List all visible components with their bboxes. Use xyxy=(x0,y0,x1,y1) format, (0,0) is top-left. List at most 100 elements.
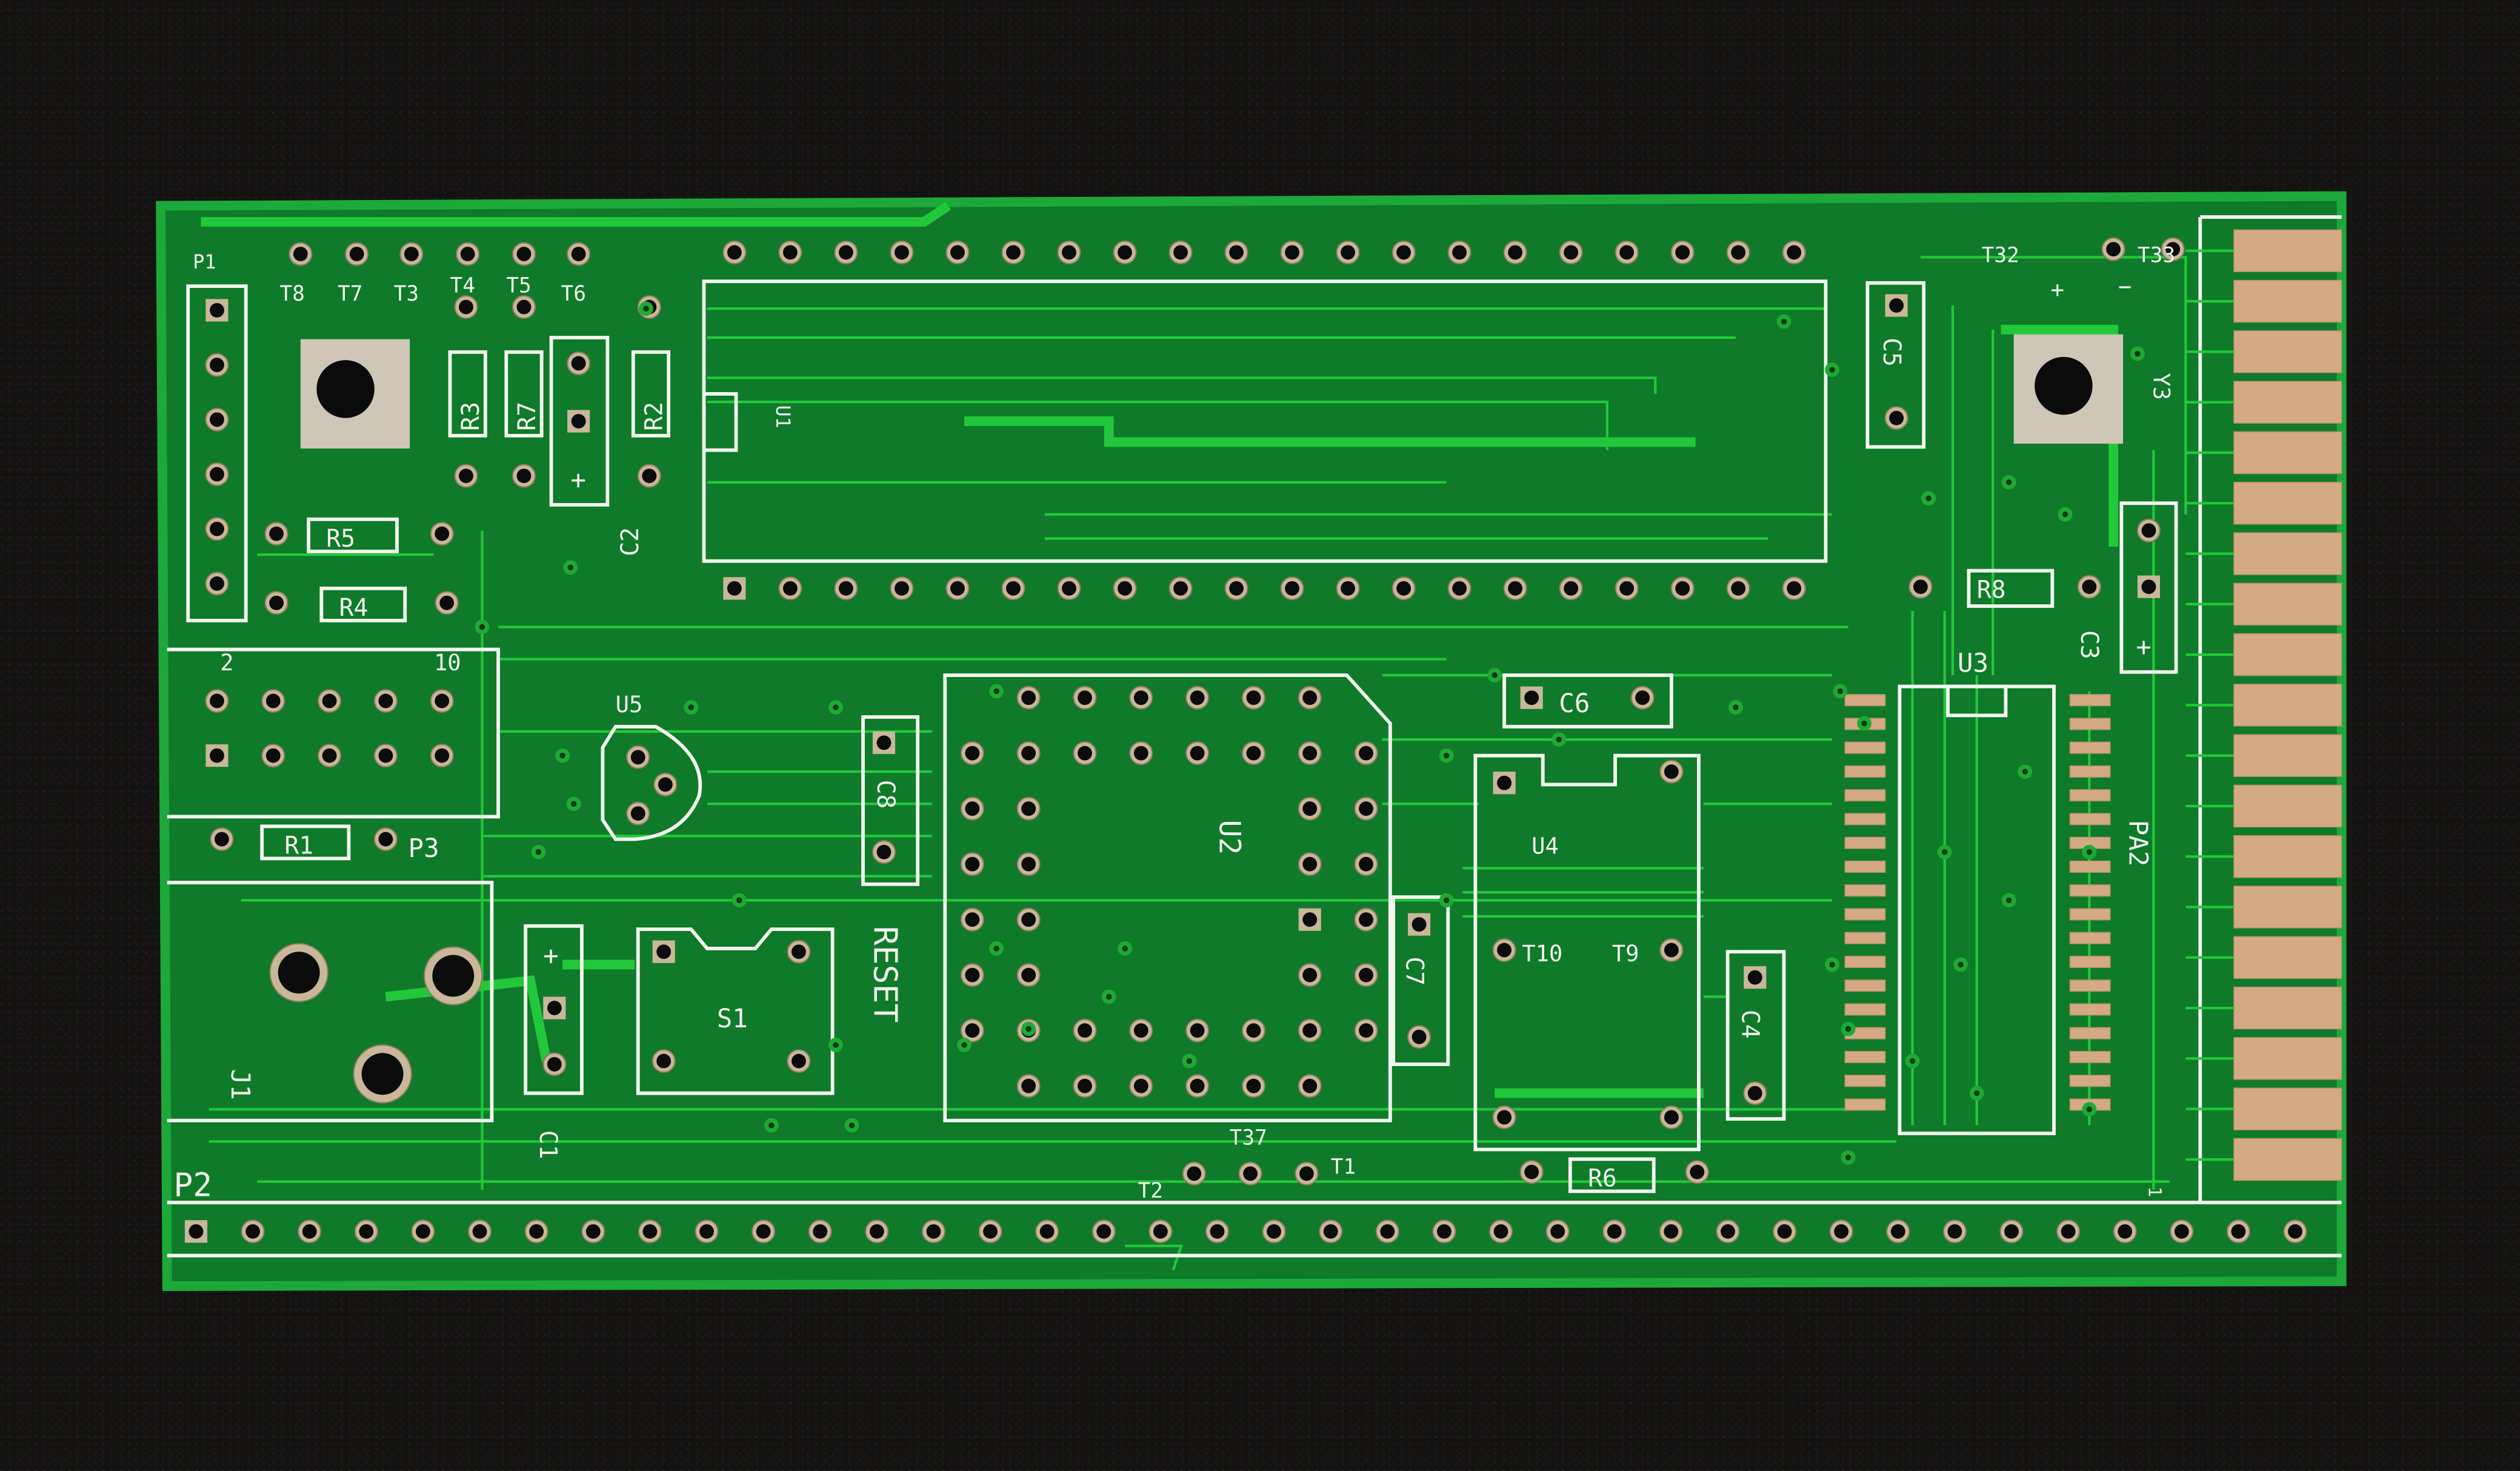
board-substrate xyxy=(156,191,2347,1291)
c3-outline xyxy=(2119,501,2178,674)
smd-pad-left xyxy=(1844,765,1886,778)
edge-finger xyxy=(2233,936,2342,979)
smd-pad-left xyxy=(1844,1075,1886,1087)
label-c7: C7 xyxy=(1400,956,1428,986)
mounting-holes xyxy=(269,334,2124,1104)
label-c2-plus: + xyxy=(570,465,586,495)
label-c2: C2 xyxy=(616,527,644,556)
label-header-pin2: 2 xyxy=(220,650,233,676)
smd-pad-right xyxy=(2069,955,2111,969)
r4-outline xyxy=(319,586,407,622)
label-c1: C1 xyxy=(534,1130,562,1159)
label-t37: T37 xyxy=(1230,1126,1267,1150)
label-r3: R3 xyxy=(457,402,485,431)
smd-pad-right xyxy=(2069,1075,2111,1087)
label-r2: R2 xyxy=(641,402,668,431)
p1-outline xyxy=(186,284,248,622)
label-c3-plus: + xyxy=(2136,633,2152,662)
label-r1: R1 xyxy=(284,832,313,859)
label-c3: C3 xyxy=(2075,630,2103,659)
mounting-hole-left xyxy=(316,360,375,418)
label-u4: U4 xyxy=(1532,833,1559,859)
edge-finger xyxy=(2233,381,2342,424)
label-t10: T10 xyxy=(1522,941,1562,967)
edge-connector-fingers xyxy=(2185,229,2342,1181)
r3-outline xyxy=(448,350,487,438)
smd-pad-right xyxy=(2069,1027,2111,1039)
label-r4: R4 xyxy=(339,594,368,622)
silkscreen-outlines xyxy=(167,215,2342,1258)
label-t7: T7 xyxy=(338,282,363,306)
edge-finger xyxy=(2233,684,2342,727)
smd-pad-right xyxy=(2069,908,2111,921)
label-edge-pin1: 1 xyxy=(2144,1187,2165,1198)
smd-pad-left xyxy=(1844,932,1886,944)
c1-outline xyxy=(524,924,584,1095)
edge-finger xyxy=(2233,1037,2342,1080)
label-y3: Y3 xyxy=(2148,373,2174,400)
smd-pad-right xyxy=(2069,1050,2111,1064)
smd-pad-right xyxy=(2069,694,2111,707)
edge-finger xyxy=(2233,431,2342,475)
smd-pad-left xyxy=(1844,884,1886,897)
label-t1: T1 xyxy=(1331,1155,1356,1179)
label-t3: T3 xyxy=(394,282,419,306)
edge-finger xyxy=(2233,229,2342,273)
c2-outline xyxy=(549,336,610,507)
smd-pad-left xyxy=(1844,694,1886,707)
smd-pad-left xyxy=(1844,908,1886,921)
label-t2: T2 xyxy=(1138,1179,1163,1203)
label-r5: R5 xyxy=(326,525,355,553)
c5-outline xyxy=(1865,281,1926,449)
copper-traces xyxy=(208,256,2187,1271)
u2-outline xyxy=(943,673,1392,1122)
label-u2: U2 xyxy=(1213,820,1246,855)
header-outline xyxy=(167,647,500,819)
smd-pad-left xyxy=(1844,1003,1886,1016)
smd-pad-left xyxy=(1844,1050,1886,1064)
edge-finger xyxy=(2233,279,2342,323)
smd-pad-left xyxy=(1844,741,1886,754)
label-header-pin10: 10 xyxy=(434,650,461,676)
edge-finger xyxy=(2233,986,2342,1030)
r8-outline xyxy=(1967,569,2055,608)
s1-outline xyxy=(636,927,835,1095)
edge-finger xyxy=(2233,532,2342,575)
label-p1: P1 xyxy=(193,250,216,273)
smd-pad-right xyxy=(2069,789,2111,802)
edge-finger xyxy=(2233,481,2342,525)
edge-finger xyxy=(2233,784,2342,828)
c7-outline xyxy=(1392,895,1450,1066)
smd-pad-left xyxy=(1844,836,1886,849)
label-plus-t32: + xyxy=(2051,277,2064,303)
smd-pad-right xyxy=(2069,718,2111,730)
edge-finger xyxy=(2233,835,2342,878)
smd-pad-left xyxy=(1844,1098,1886,1111)
smd-pad-left xyxy=(1844,789,1886,802)
label-t32: T32 xyxy=(1982,243,2019,267)
u5-outline xyxy=(601,724,702,841)
label-c8: C8 xyxy=(872,779,899,809)
r2-outline xyxy=(631,350,671,438)
j1-outline xyxy=(167,881,494,1122)
label-c6: C6 xyxy=(1559,689,1590,719)
c6-outline xyxy=(1502,673,1673,729)
edge-finger xyxy=(2233,582,2342,626)
label-t8: T8 xyxy=(279,282,305,306)
smd-pad-right xyxy=(2069,765,2111,778)
label-p2: P2 xyxy=(173,1166,212,1204)
label-u1: U1 xyxy=(772,405,795,428)
through-holes xyxy=(184,237,2307,1244)
label-p3: P3 xyxy=(408,834,439,864)
label-c1-plus: + xyxy=(543,941,559,971)
smd-pad-right xyxy=(2069,932,2111,944)
label-r6: R6 xyxy=(1588,1165,1617,1193)
label-t4: T4 xyxy=(450,274,476,298)
c8-outline xyxy=(861,715,920,886)
u4-outline xyxy=(1473,753,1701,1152)
smd-pad-right xyxy=(2069,741,2111,754)
edge-finger xyxy=(2233,886,2342,929)
edge-finger xyxy=(2233,1087,2342,1130)
mounting-hole-right xyxy=(2035,356,2093,415)
